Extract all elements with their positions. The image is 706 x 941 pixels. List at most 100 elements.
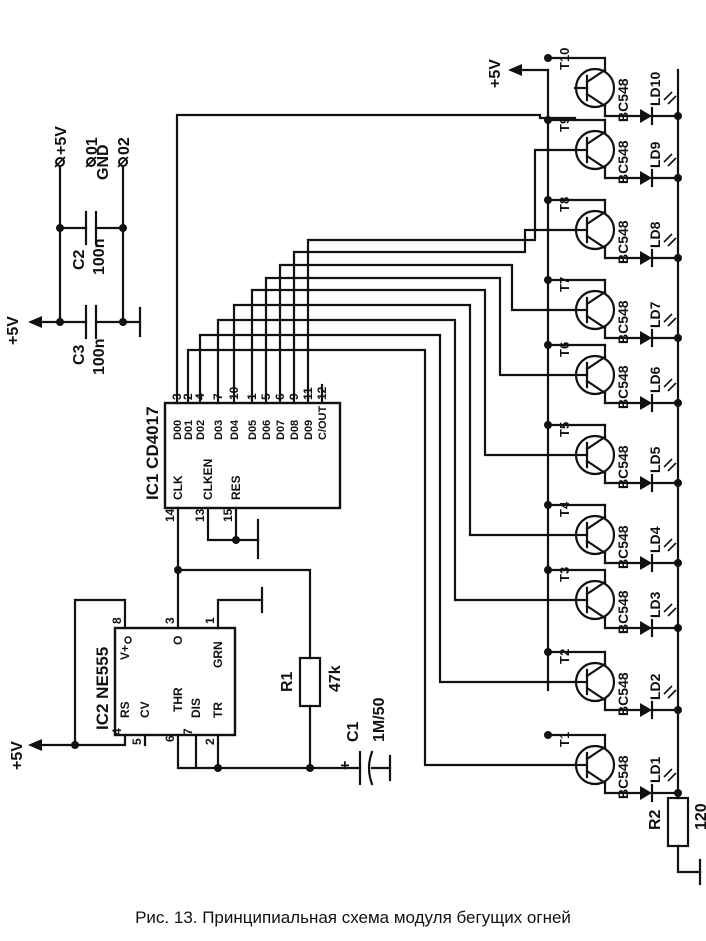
ic1-pin-1-num: 2: [181, 393, 195, 400]
vcc-top-label: +5V: [487, 59, 504, 88]
transistor-4-ref: T4: [557, 501, 572, 517]
ic2-pin-4-num: 2: [203, 738, 217, 745]
led-3: [640, 603, 682, 638]
c1-polarity: +: [337, 761, 354, 770]
led-6-label: LD6: [647, 366, 663, 393]
transistor-7-ref: T7: [557, 277, 572, 292]
base-wire-7: [278, 263, 577, 405]
ic1-pin-4-name: D04: [229, 419, 241, 440]
ic2-name: IC2 NE555: [93, 647, 112, 730]
ic2-pin-0-name: RS: [118, 701, 132, 718]
base-wire-5: [250, 288, 577, 457]
ic2-ne555: [113, 626, 237, 737]
base-wire-6: [264, 276, 577, 405]
ic1-left-0-name: CLK: [171, 475, 185, 500]
led-7-label: LD7: [647, 301, 663, 328]
transistor-t9: [544, 116, 642, 180]
transistor-5-ref: T5: [557, 422, 572, 437]
ic1-pin-10-name: C/OUT: [317, 406, 329, 441]
led-9-label: LD9: [647, 141, 663, 168]
connector-pin1-label: 01: [84, 137, 101, 155]
base-wire-8: [292, 228, 577, 405]
ic1-pin-1-name: D01: [183, 420, 195, 440]
transistor-t5: [544, 421, 642, 485]
transistor-9-ref: T9: [557, 117, 572, 132]
ic1-left-1-num: 13: [193, 508, 207, 522]
connector-vcc-label: +5V: [53, 126, 70, 155]
ic1-pin-7-num: 6: [273, 393, 287, 400]
led-4-label: LD4: [647, 526, 663, 553]
ic1-left-0-num: 14: [163, 508, 177, 522]
ic1-pin-3-name: D03: [213, 420, 225, 440]
led-8-label: LD8: [647, 221, 663, 248]
ic1-pin-6-num: 5: [259, 393, 273, 400]
c3-ref: C3: [71, 344, 88, 365]
led-2: [640, 685, 682, 720]
ic2-pin-3-name: DIS: [189, 698, 203, 718]
transistor-1-type: BC548: [615, 755, 631, 799]
power-connector: [28, 156, 142, 340]
vcc-555-label: +5V: [9, 741, 26, 770]
base-wire-4: [232, 303, 577, 537]
led-5-label: LD5: [647, 446, 663, 473]
ic1-pin-3-num: 7: [211, 393, 225, 400]
vcc-left-label: +5V: [5, 316, 22, 345]
transistor-8-type: BC548: [615, 220, 631, 264]
ic1-pin-5-num: 1: [245, 393, 259, 400]
ic2-pin-5-num: 8: [110, 617, 124, 624]
ic1-pin-0-name: D00: [172, 420, 184, 440]
ic1-pin-9-num: 11: [301, 387, 315, 400]
led-9: [640, 153, 682, 188]
c2-value: 100n: [91, 239, 108, 275]
connector-pin2-label: 02: [116, 137, 133, 155]
c3-value: 100n: [91, 339, 108, 375]
transistor-9-type: BC548: [615, 140, 631, 184]
led-10-label: LD10: [647, 72, 663, 106]
led-4: [640, 538, 682, 573]
base-wire-3: [216, 318, 577, 602]
led-2-label: LD2: [647, 673, 663, 700]
transistor-8-ref: T8: [557, 197, 572, 212]
ic2-pin-2-name: THR: [171, 687, 185, 712]
transistor-t1: [544, 731, 642, 795]
transistor-1-ref: T1: [557, 732, 572, 747]
transistor-5-type: BC548: [615, 445, 631, 489]
base-wire-9: [306, 148, 577, 405]
led-1-label: LD1: [647, 756, 663, 783]
ic2-pin-3-num: 7: [181, 728, 195, 735]
ic1-left-1-name: CLKEN: [201, 459, 215, 500]
transistor-2-ref: T2: [557, 649, 572, 664]
led-5: [640, 458, 682, 493]
led-7: [640, 313, 682, 348]
ic1-pin-6-name: D06: [261, 420, 273, 440]
figure-caption: Рис. 13. Принципиальная схема модуля бег…: [135, 908, 571, 927]
r1-value: 47k: [327, 665, 344, 692]
ic2-pin-7-num: 1: [203, 617, 217, 624]
ic1-pin-4-num: 10: [227, 386, 241, 400]
transistor-t2: [544, 648, 642, 712]
timer-wiring: [28, 506, 392, 786]
transistor-t10: [544, 54, 642, 118]
ic2-pin-1-num: 5: [130, 738, 144, 745]
ic1-pin-7-name: D07: [275, 420, 287, 440]
transistor-2-type: BC548: [615, 672, 631, 716]
c2-ref: C2: [71, 249, 88, 270]
c1-value: 1M/50: [371, 697, 388, 742]
transistor-4-type: BC548: [615, 525, 631, 569]
base-wire-1: [186, 348, 577, 767]
r2-value: 120: [693, 803, 706, 830]
led-6: [640, 378, 682, 413]
transistor-6-type: BC548: [615, 365, 631, 409]
led-3-label: LD3: [647, 591, 663, 618]
transistor-t3: [544, 566, 642, 630]
base-wire-10: [175, 113, 577, 405]
ic2-pin-5-name: V+: [118, 645, 132, 660]
ic1-pin-0-num: 3: [170, 393, 184, 400]
transistor-t6: [544, 341, 642, 405]
c1-ref: C1: [345, 721, 362, 742]
ic2-pin-1-name: CV: [138, 701, 152, 718]
transistor-10-ref: T10: [557, 48, 572, 70]
ic1-pin-9-name: D09: [303, 420, 315, 440]
